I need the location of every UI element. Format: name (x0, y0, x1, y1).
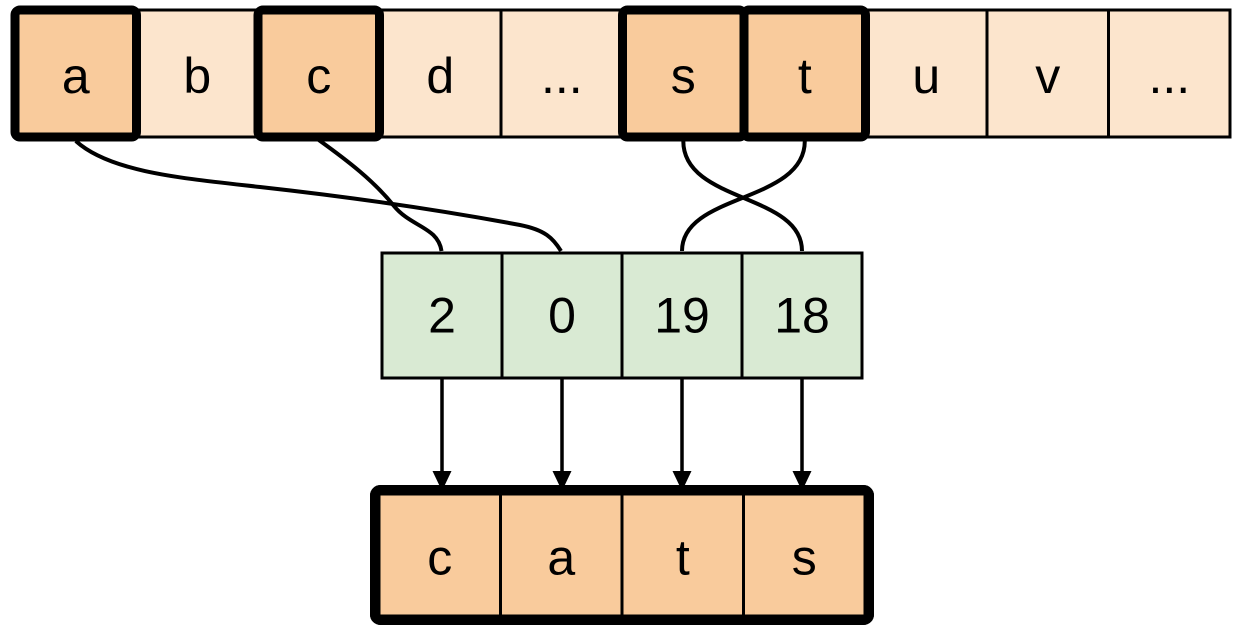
index-cell (500, 251, 624, 380)
index-cell (740, 251, 864, 380)
alphabet-array: a b c d ... s t u v ... (10, 5, 1232, 142)
index-cell-value: 19 (654, 288, 710, 344)
output-cell-label: a (547, 530, 575, 586)
output-array: c a t s (370, 485, 874, 625)
alphabet-cell-label: d (426, 48, 454, 104)
arrow-head-icon (672, 471, 692, 491)
index-cell-value: 18 (774, 288, 830, 344)
arrow-head-icon (552, 471, 572, 491)
decode-arrows (440, 379, 804, 473)
alphabet-cell-label: c (306, 48, 331, 104)
alphabet-cell-label: v (1035, 48, 1060, 104)
alphabet-cell (985, 8, 1110, 139)
decode-arrowheads (432, 471, 812, 491)
alphabet-cell (499, 8, 624, 139)
alphabet-cell-label: a (62, 48, 90, 104)
index-cell-value: 2 (428, 288, 456, 344)
mapping-curve-a-to-0 (74, 139, 563, 253)
output-cell-label: t (676, 530, 690, 586)
mapping-curve-c-to-2 (317, 138, 444, 252)
alphabet-cell-label: s (671, 48, 696, 104)
arrow-head-icon (792, 471, 812, 491)
alphabet-cell-highlight-border (253, 5, 384, 142)
index-array: 2 0 19 18 (380, 251, 864, 380)
alphabet-cell-label: ... (1148, 48, 1190, 104)
index-cell-value: 0 (548, 288, 576, 344)
alphabet-cell-label: t (798, 48, 812, 104)
arrow-head-icon (432, 471, 452, 491)
alphabet-cell-label: u (912, 48, 940, 104)
alphabet-cell-label: b (183, 48, 211, 104)
alphabet-cell (135, 8, 260, 139)
alphabet-cell (1107, 8, 1232, 139)
mapping-curves (74, 138, 807, 253)
output-array-border (370, 485, 874, 625)
mapping-curve-t-to-19 (680, 140, 807, 252)
index-cell (380, 251, 504, 380)
alphabet-cell-highlight-border (10, 5, 141, 142)
index-cell (620, 251, 744, 380)
output-cell-label: s (792, 530, 817, 586)
alphabet-cell-label: ... (541, 48, 583, 104)
output-cell-label: c (427, 530, 452, 586)
alphabet-cell-highlight-border (739, 5, 870, 142)
